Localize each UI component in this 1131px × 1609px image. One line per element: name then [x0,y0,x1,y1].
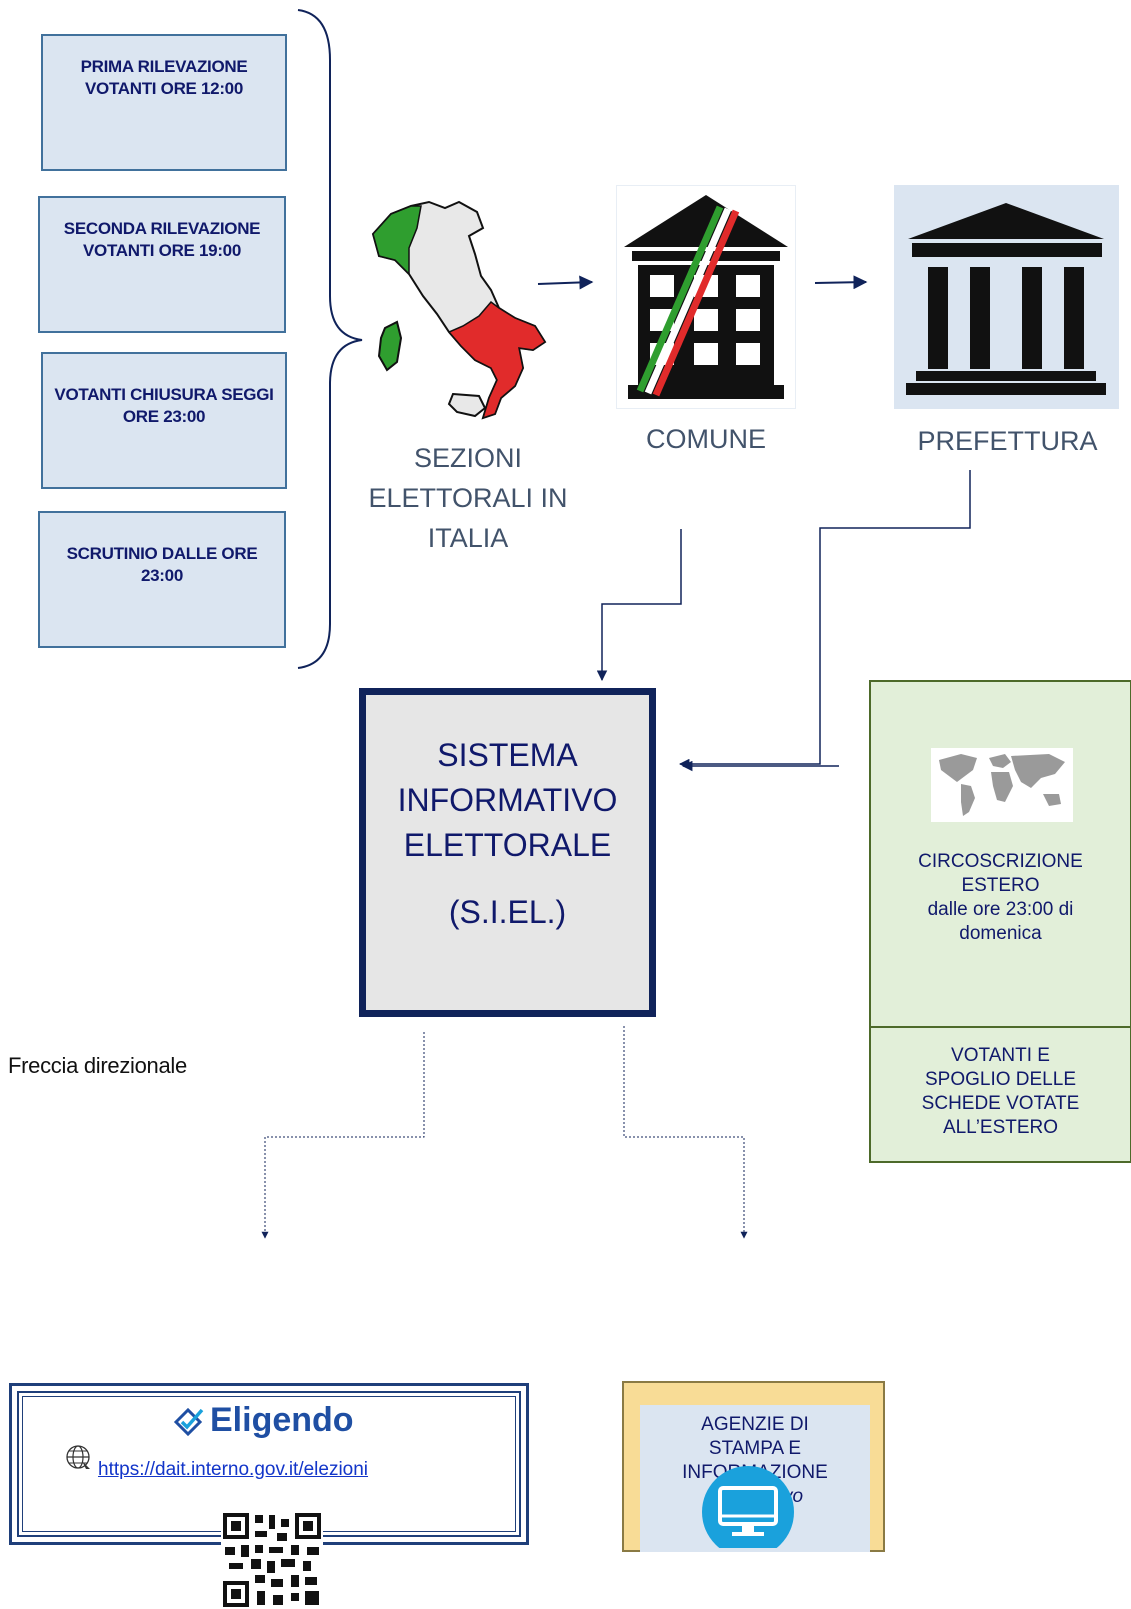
eligendo-url-link[interactable]: https://dait.interno.gov.it/elezioni [98,1459,369,1480]
sezioni-line: SEZIONI [413,443,522,473]
monitor-icon [702,1466,794,1548]
eligendo-logo: Eligendo [172,1401,354,1440]
arrow-sezioni-to-comune [537,275,594,290]
estero-bottom-line: SPOGLIO DELLE [924,1069,1076,1090]
curly-brace [297,9,363,669]
arrow-siel-to-eligendo [261,1032,425,1239]
estero-title-line: CIRCOSCRIZIONE [918,851,1083,872]
prefettura-temple-icon [894,185,1119,409]
arrow-siel-to-agenzie [623,1026,748,1239]
estero-bottom-line: SCHEDE VOTATE [921,1093,1080,1114]
step-box-prima: PRIMA RILEVAZIONE VOTANTI ORE 12:00 [41,34,287,171]
connector-layer [261,9,971,1239]
sezioni-line: ITALIA [427,523,509,553]
siel-abbr: (S.I.EL.) [448,894,567,930]
step-box-scrutinio: SCRUTINIO DALLE ORE 23:00 [38,511,286,648]
sezioni-label: SEZIONI ELETTORALI IN ITALIA [340,438,596,558]
estero-bottom-line: VOTANTI E [951,1045,1050,1066]
siel-box: SISTEMA INFORMATIVO ELETTORALE (S.I.EL.) [359,688,656,1017]
estero-divider [871,1026,1130,1028]
step-box-seconda: SECONDA RILEVAZIONE VOTANTI ORE 19:00 [38,196,286,333]
estero-bottom-line: ALL’ESTERO [942,1117,1059,1138]
arrow-comune-to-siel [596,529,682,682]
agenzie-line: AGENZIE DI [701,1414,809,1435]
italy-map-icon [371,200,547,420]
sezioni-line: ELETTORALI IN [368,483,568,513]
comune-label: COMUNE [646,424,766,454]
siel-line: ELETTORALE [403,827,612,863]
eligendo-box: Eligendo https://dait.interno.gov.it/ele… [9,1383,529,1609]
estero-title-line: ESTERO [961,875,1040,896]
siel-line: INFORMATIVO [397,782,618,818]
step-box-chiusura: VOTANTI CHIUSURA SEGGI ORE 23:00 [41,352,287,489]
legend-freccia-direzionale: Freccia direzionale [8,1053,187,1078]
step-text: SCRUTINIO DALLE ORE 23:00 [66,544,258,585]
step-text: VOTANTI CHIUSURA SEGGI ORE 23:00 [54,385,274,426]
globe-cursor-icon [66,1445,90,1473]
prefettura-label: PREFETTURA [917,426,1098,456]
step-text: PRIMA RILEVAZIONE VOTANTI ORE 12:00 [80,57,248,98]
step-text: SECONDA RILEVAZIONE VOTANTI ORE 19:00 [63,219,261,260]
eligendo-logo-text: Eligendo [210,1401,354,1439]
world-map-icon [931,748,1073,822]
comune-building-icon [616,185,796,409]
siel-line: SISTEMA [437,737,578,773]
estero-subtitle-line: dalle ore 23:00 di [927,899,1074,920]
arrow-comune-to-prefettura [814,275,868,290]
estero-subtitle-line: domenica [959,923,1042,944]
qr-code-icon [221,1511,323,1609]
eligendo-check-icon [173,1407,204,1436]
arrow-prefettura-to-siel [678,470,971,770]
agenzie-line: STAMPA E [708,1438,802,1459]
circoscrizione-estero-box: CIRCOSCRIZIONE ESTERO dalle ore 23:00 di… [869,680,1131,1163]
